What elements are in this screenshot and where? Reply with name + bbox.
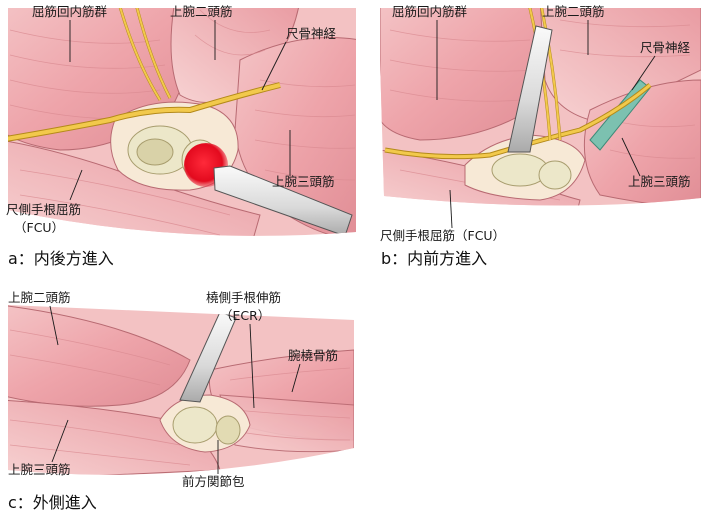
panel-c-label-ecr-abbr: （ECR） bbox=[220, 308, 270, 323]
panel-b-illustration bbox=[380, 8, 701, 206]
panel-a-label-fcu: 尺側手根屈筋 bbox=[6, 202, 81, 217]
panel-c-label-anterior-capsule: 前方関節包 bbox=[182, 474, 245, 489]
panel-c-labels: 上腕二頭筋 橈側手根伸筋 （ECR） 腕橈骨筋 上腕三頭筋 前方関節包 c：外側… bbox=[8, 290, 338, 512]
panel-b-caption: b：内前方進入 bbox=[381, 249, 487, 268]
panel-c-label-brachioradialis: 腕橈骨筋 bbox=[288, 348, 338, 363]
panel-b-label-triceps: 上腕三頭筋 bbox=[628, 174, 691, 189]
panel-c-label-ecr: 橈側手根伸筋 bbox=[206, 290, 281, 305]
panel-a-illustration bbox=[8, 8, 356, 236]
panel-a-caption: a：内後方進入 bbox=[8, 249, 114, 268]
panel-a-label-ulnar-nerve: 尺骨神経 bbox=[286, 26, 337, 41]
panel-b-labels: 屈筋回内筋群 上腕二頭筋 尺骨神経 上腕三頭筋 尺側手根屈筋（FCU） b：内前… bbox=[380, 4, 691, 268]
panel-b-label-ulnar-nerve: 尺骨神経 bbox=[640, 40, 691, 55]
panel-c-label-biceps: 上腕二頭筋 bbox=[8, 290, 71, 305]
panel-a-label-triceps: 上腕三頭筋 bbox=[272, 174, 335, 189]
panel-c-illustration bbox=[8, 305, 354, 475]
panel-a-label-biceps: 上腕二頭筋 bbox=[170, 4, 233, 19]
panel-a-labels: 屈筋回内筋群 上腕二頭筋 尺骨神経 上腕三頭筋 尺側手根屈筋 （FCU） a：内… bbox=[6, 4, 337, 268]
panel-b-label-biceps: 上腕二頭筋 bbox=[542, 4, 605, 19]
panel-b-label-fcu: 尺側手根屈筋（FCU） bbox=[380, 228, 505, 243]
panel-a-label-fcu-abbr: （FCU） bbox=[14, 220, 64, 235]
panel-a-label-flexor-pronator: 屈筋回内筋群 bbox=[32, 4, 108, 19]
panel-a-retractor bbox=[213, 165, 353, 236]
panel-c-retractor bbox=[179, 311, 237, 403]
panel-c-label-triceps: 上腕三頭筋 bbox=[8, 462, 71, 477]
panel-b-label-flexor-pronator: 屈筋回内筋群 bbox=[392, 4, 468, 19]
panel-b-retractor bbox=[507, 25, 553, 153]
panel-c-caption: c：外側進入 bbox=[8, 493, 97, 512]
